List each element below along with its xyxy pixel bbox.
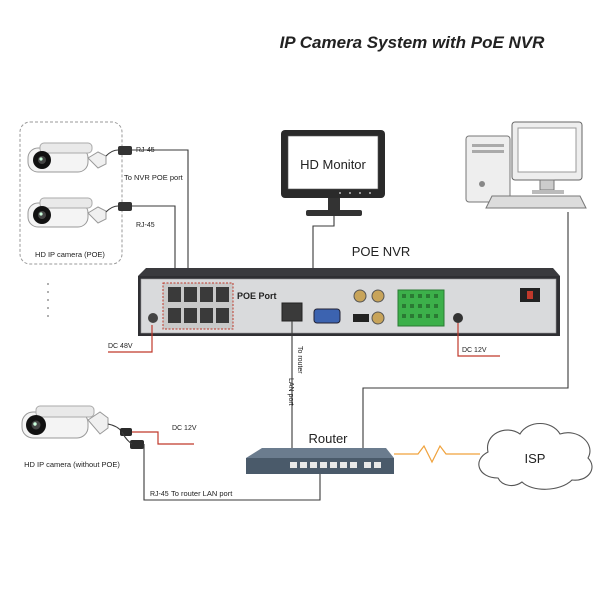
more-cameras-dots bbox=[47, 283, 49, 317]
poe-port-label: POE Port bbox=[237, 291, 277, 301]
hd-monitor-icon bbox=[281, 130, 385, 216]
nvr-hdmi-port bbox=[353, 314, 369, 322]
router-icon bbox=[246, 448, 394, 474]
camera-to-router-cable bbox=[143, 444, 321, 501]
hd-monitor-label: HD Monitor bbox=[300, 157, 366, 172]
poe-camera-label: HD IP camera (POE) bbox=[35, 250, 105, 259]
to-router-lan-vertical-label-2: LAN port bbox=[287, 378, 294, 406]
isp-cloud-icon bbox=[478, 422, 593, 490]
to-router-lan-bottom-label: To router LAN port bbox=[171, 489, 233, 498]
nvr-dc-input bbox=[453, 313, 463, 323]
dc48v-cable bbox=[108, 325, 153, 353]
poe-nvr-label: POE NVR bbox=[352, 244, 411, 259]
nvr-lan-port bbox=[281, 302, 303, 322]
dc12v-nvr-cable bbox=[457, 323, 500, 357]
rj45-label-2: RJ-45 bbox=[136, 222, 155, 229]
nvr-vga-port bbox=[313, 308, 341, 324]
dc12v-nvr-label: DC 12V bbox=[462, 347, 487, 354]
rj45-connector-icon bbox=[105, 146, 132, 157]
ip-camera-poe-1-icon bbox=[27, 142, 107, 173]
dc12v-camera-label: DC 12V bbox=[172, 425, 197, 432]
ip-camera-no-poe-icon bbox=[21, 405, 109, 439]
desktop-computer-icon bbox=[465, 121, 587, 209]
pc-cable bbox=[362, 212, 569, 455]
diagram-title: IP Camera System with PoE NVR bbox=[280, 33, 546, 52]
camera-pigtail-connectors bbox=[107, 423, 144, 449]
camera1-cable bbox=[132, 149, 189, 290]
to-nvr-poe-port-label: To NVR POE port bbox=[124, 173, 184, 182]
no-poe-camera-label: HD IP camera (without POE) bbox=[24, 460, 120, 469]
dc48v-label: DC 48V bbox=[108, 343, 133, 350]
dc12v-camera-cable bbox=[132, 431, 194, 445]
rj45-connector-icon bbox=[105, 202, 132, 213]
rj45-router-label: RJ-45 bbox=[150, 491, 169, 498]
isp-label: ISP bbox=[525, 451, 546, 466]
to-router-lan-vertical-label-1: To router bbox=[296, 346, 303, 374]
poe-nvr-device bbox=[138, 268, 560, 336]
camera2-cable bbox=[132, 205, 176, 290]
poe-port-block bbox=[162, 282, 234, 330]
poe-camera-group-frame bbox=[19, 121, 123, 265]
ip-camera-poe-2-icon bbox=[27, 197, 107, 228]
router-label: Router bbox=[308, 431, 348, 446]
internet-link bbox=[394, 444, 480, 464]
